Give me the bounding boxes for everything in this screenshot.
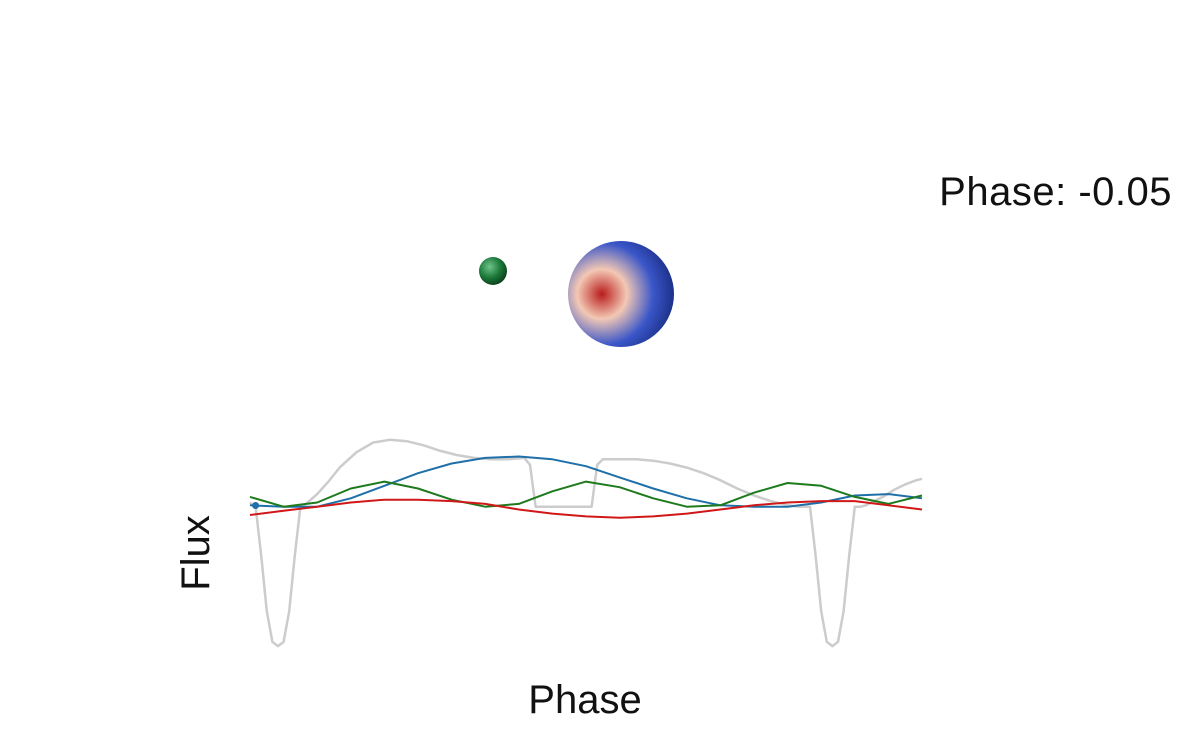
- orbit-view: [479, 241, 674, 347]
- reflection-flux-line: [249, 498, 923, 519]
- x-axis-label: Phase: [528, 678, 642, 722]
- light-curve-plot: [249, 438, 923, 648]
- current-phase-marker: [252, 502, 260, 509]
- secondary-star: [479, 257, 507, 285]
- phase-readout: Phase: -0.05: [939, 170, 1172, 214]
- y-axis-label: Flux: [174, 515, 218, 591]
- secondary-flux-line: [249, 480, 923, 508]
- total-flux-line: [249, 438, 923, 648]
- primary-star: [568, 241, 674, 347]
- primary-flux-line: [249, 455, 923, 508]
